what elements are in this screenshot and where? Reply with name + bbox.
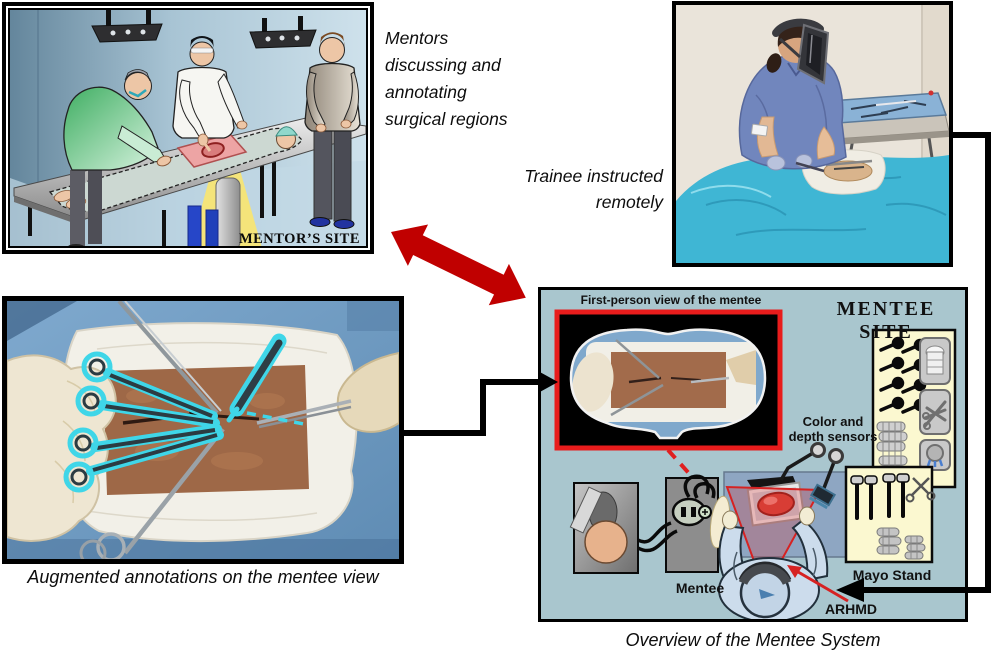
mentor-figure-center (172, 36, 248, 246)
gloved-hand-right (336, 351, 399, 433)
annotated-view-caption: Augmented annotations on the mentee view (27, 567, 379, 587)
trainee-figure (738, 18, 847, 173)
arhmd-label: ARHMD (824, 601, 878, 617)
mentor-caption: Mentors discussing and annotating surgic… (385, 28, 508, 129)
surgical-glove (766, 155, 786, 171)
cables-icon (637, 474, 716, 553)
gloved-hand-left (7, 354, 117, 542)
ar-annotation-scalpel-icon (226, 333, 310, 427)
trainee-photo (676, 5, 949, 263)
first-person-view-box (554, 309, 783, 451)
mentor-illustration-panel: MENTOR’S SITE (2, 2, 374, 254)
fpv-goggle-view (571, 329, 765, 438)
instrument-tray-icon (871, 328, 957, 489)
ar-annotation-dashed-line (246, 411, 310, 427)
mayo-stand-label: Mayo Stand (852, 567, 932, 583)
annotated-view-photo-panel (2, 296, 404, 564)
mentor-mentee-sync-arrow-icon (391, 224, 526, 306)
color-depth-sensors-icon (779, 442, 844, 510)
arhmd-headband-icon (738, 564, 792, 586)
mentee-site-panel: First-person view of the mentee MENTEE S… (538, 287, 968, 622)
mentee-site-title: MENTEE SITE (836, 298, 936, 343)
mayo-stand-tray-icon (844, 465, 936, 564)
ar-annotation-hemostat-icon (63, 424, 224, 493)
mentee-label: Mentee (675, 580, 725, 596)
id-badge (751, 123, 768, 137)
overview-caption: Overview of the Mentee System (625, 630, 881, 650)
ar-annotation-hemostat-icon (75, 351, 220, 428)
annotated-view-photo (7, 301, 399, 559)
trainee-photo-panel (672, 1, 953, 267)
projected-surgical-image (746, 481, 806, 527)
mentor-figure-right (304, 32, 361, 229)
mentor-scene-illustration: MENTOR’S SITE (10, 10, 366, 247)
mentor-figure-left (63, 69, 172, 246)
arhmd-headset-icon (772, 18, 830, 85)
ceiling-lamp-icon (91, 10, 163, 43)
mentor-site-label: MENTOR’S SITE (239, 231, 360, 247)
color-depth-sensors-label: Color and depth sensors (788, 414, 878, 444)
power-box-icon (665, 477, 719, 573)
annotations-to-fpv-connector-arrow-icon (404, 371, 558, 436)
supply-card-icons (919, 337, 951, 471)
ceiling-lamp-icon (249, 16, 317, 49)
mentor-illustration-border: MENTOR’S SITE (8, 8, 368, 248)
workstation-box-icon (569, 482, 639, 574)
first-person-view-label: First-person view of the mentee (580, 293, 762, 307)
trainee-caption: Trainee instructed remotely (524, 166, 663, 212)
